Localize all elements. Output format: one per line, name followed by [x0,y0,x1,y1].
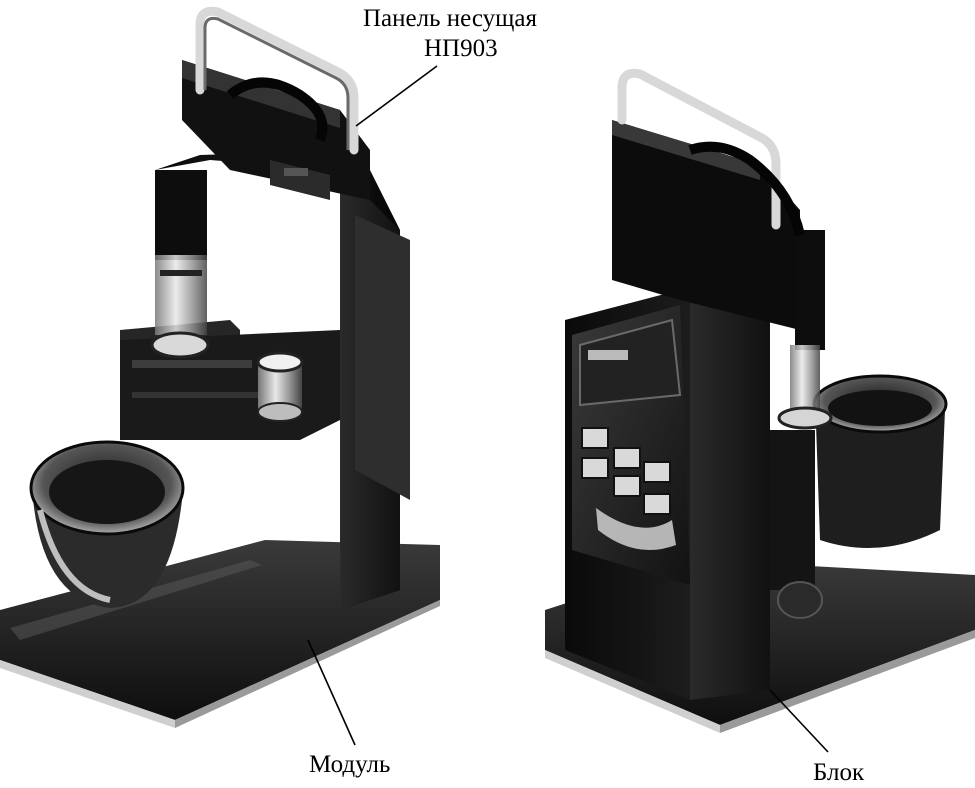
block-control-panel [572,305,690,585]
block-leader-line [769,689,829,753]
module-cable [226,77,328,142]
module-column [155,60,410,610]
block-housing [565,120,833,700]
module-handle [195,6,359,155]
keypad-button [643,461,671,483]
leader-lines [307,65,829,753]
module-lower-block [120,320,340,440]
panel-label-line2: НП903 [424,35,498,62]
keypad-button [643,493,671,515]
module-sample-cup [256,351,304,422]
keypad-button [581,457,609,479]
module-handle-shadow [203,16,350,150]
keypad-button [581,427,609,449]
panel-leader-line [355,65,438,127]
block-bowl [812,374,948,548]
panel-label-line1: Панель несущая [363,5,537,32]
module-leader-line [307,639,356,746]
block-keypad [581,427,671,515]
block-brand-plate [588,350,628,360]
block-panel-swoosh [596,508,676,550]
block-handle [617,68,781,230]
keypad-button [613,447,641,469]
block-cable [688,141,805,237]
module-probe-arm [150,170,210,359]
module-device [0,6,440,728]
module-bowl [29,440,185,608]
block-label: Блок [813,759,865,786]
block-device [545,68,975,733]
keypad-button [613,475,641,497]
module-label: Модуль [309,751,391,778]
